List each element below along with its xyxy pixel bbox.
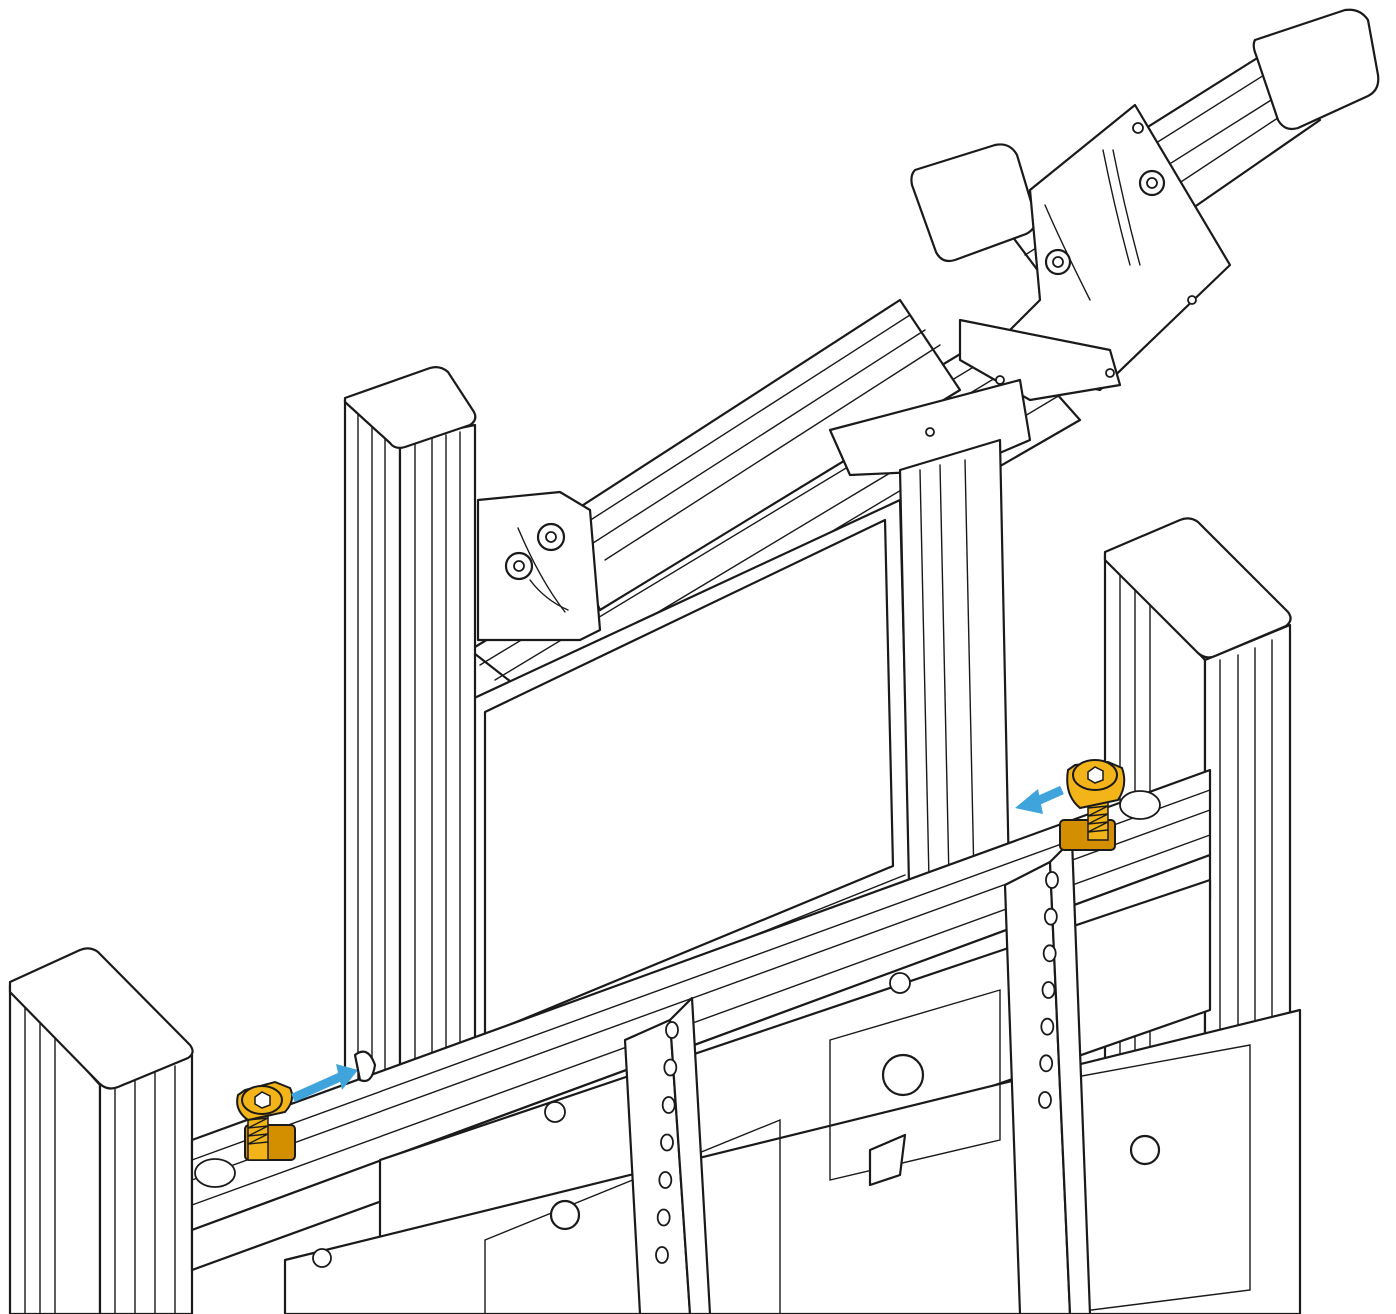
mounting-hole bbox=[663, 1058, 678, 1077]
beam-end-cap-middle bbox=[910, 143, 1037, 263]
thumb-screw-clamp-icon bbox=[1059, 759, 1126, 851]
hex-bolt-icon bbox=[1044, 248, 1072, 276]
mounting-hole bbox=[655, 1246, 669, 1264]
rail-slot bbox=[353, 1050, 377, 1083]
mounting-hole bbox=[1045, 871, 1059, 889]
mounting-hole bbox=[656, 1208, 671, 1227]
direction-arrow-icon bbox=[1015, 785, 1064, 814]
mounting-hole bbox=[1039, 1054, 1054, 1073]
thumb-screw-clamp-icon bbox=[236, 1080, 296, 1161]
mounting-hole bbox=[660, 1133, 674, 1152]
mounting-hole bbox=[665, 1021, 679, 1039]
direction-arrow-icon bbox=[291, 1064, 358, 1103]
tilt-bracket-plate-left bbox=[476, 490, 602, 642]
mounting-hole bbox=[1038, 1091, 1052, 1109]
mounting-hole bbox=[1040, 1017, 1055, 1036]
rear-upright-middle bbox=[898, 438, 1012, 932]
hex-bolt-icon bbox=[536, 522, 566, 552]
hex-bolt-icon bbox=[1138, 169, 1166, 197]
upright-left-tall bbox=[343, 366, 477, 1137]
beam-end-cap-top-right bbox=[1252, 8, 1380, 131]
vesa-arm-left bbox=[623, 996, 712, 1314]
upright-left-front bbox=[8, 947, 194, 1314]
mounting-hole bbox=[1043, 907, 1058, 926]
mounting-hole bbox=[661, 1096, 676, 1114]
mounting-hole bbox=[1041, 981, 1056, 999]
mounting-hole bbox=[1042, 944, 1057, 963]
vesa-arm-right bbox=[1003, 838, 1092, 1314]
hex-bolt-icon bbox=[504, 551, 534, 581]
mounting-hole bbox=[658, 1171, 673, 1189]
